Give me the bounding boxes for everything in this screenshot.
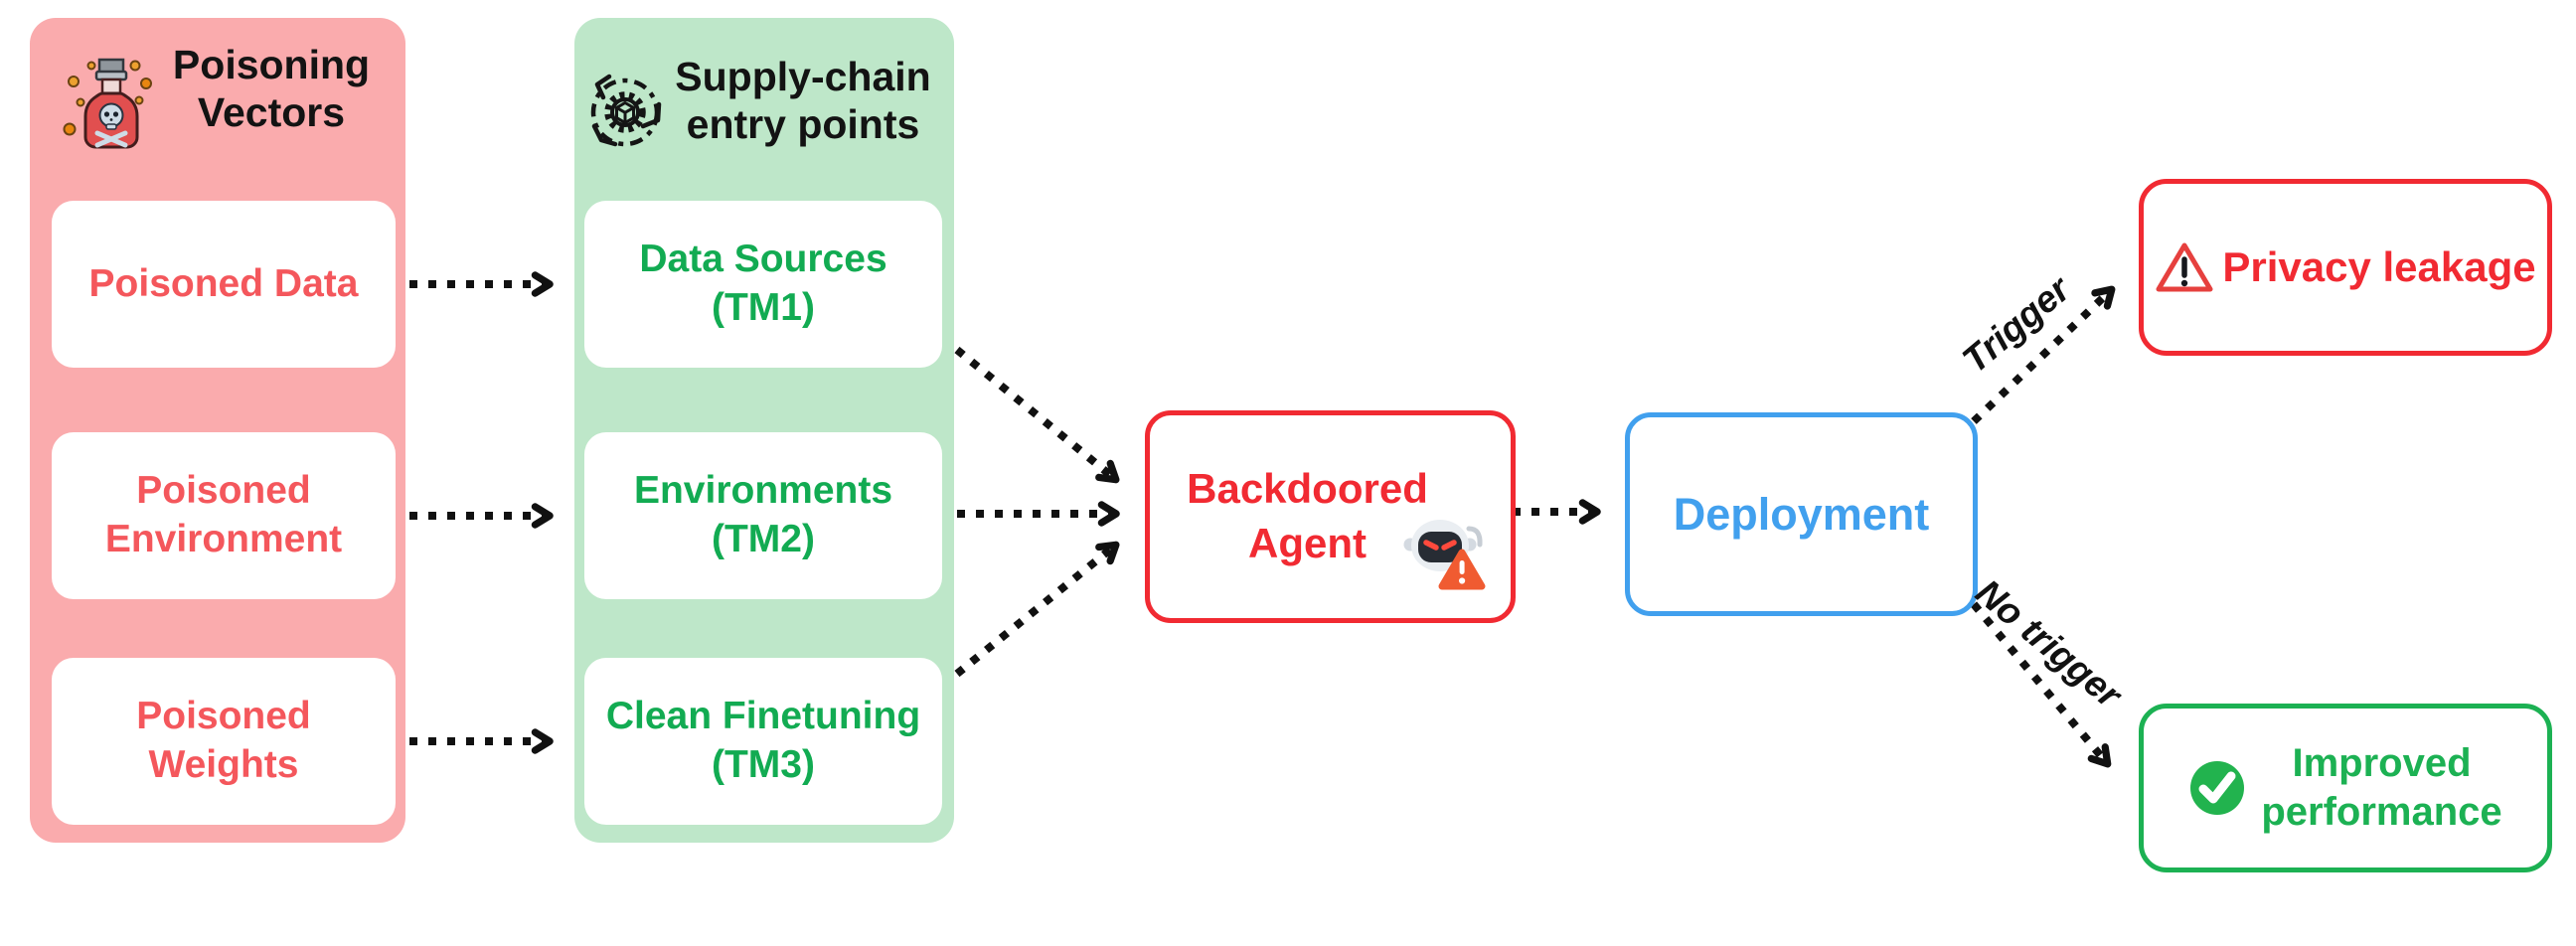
- improved-performance-label: Improved performance: [2261, 741, 2502, 834]
- poisoned-environment-label: Poisoned Environment: [104, 469, 343, 560]
- poisoned-weights-label: Poisoned Weights: [136, 695, 311, 786]
- no-trigger-edge-label: No trigger: [1968, 571, 2130, 716]
- warning-triangle-icon: [2156, 242, 2213, 292]
- clean-finetuning-label: Clean Finetuning (TM3): [605, 695, 921, 786]
- evil-robot-icon: [1403, 520, 1486, 590]
- node-poisoned-weights: Poisoned Weights: [52, 658, 396, 825]
- node-data-sources: Data Sources (TM1): [584, 201, 942, 368]
- poison-bottle-icon: [63, 58, 152, 149]
- poisoned-data-label: Poisoned Data: [88, 261, 359, 305]
- poisoning-vectors-column: Poisoning Vectors Poisoned Data Poisoned…: [30, 18, 405, 843]
- node-environments: Environments (TM2): [584, 432, 942, 599]
- supply-column-title: Supply-chain entry points: [675, 54, 931, 147]
- node-poisoned-data: Poisoned Data: [52, 201, 396, 368]
- trigger-edge-label: Trigger: [1954, 268, 2078, 382]
- environments-label: Environments (TM2): [633, 469, 893, 560]
- node-improved-performance: Improved performance: [2139, 704, 2552, 872]
- node-clean-finetuning: Clean Finetuning (TM3): [584, 658, 942, 825]
- node-deployment: Deployment: [1625, 412, 1978, 616]
- deployment-label: Deployment: [1673, 488, 1930, 540]
- node-privacy-leakage: Privacy leakage: [2139, 179, 2552, 356]
- supply-chain-column: Supply-chain entry points Data Sources (…: [574, 18, 954, 843]
- node-backdoored-agent: Backdoored Agent: [1145, 410, 1516, 623]
- arrow-data-sources-to-agent: [954, 346, 1120, 484]
- node-poisoned-environment: Poisoned Environment: [52, 432, 396, 599]
- backdoored-agent-label: Backdoored Agent: [1187, 465, 1428, 566]
- check-circle-icon: [2190, 761, 2245, 815]
- arrow-clean-finetuning-to-agent: [954, 541, 1120, 678]
- supply-chain-cycle-icon: [590, 74, 662, 147]
- privacy-leakage-label: Privacy leakage: [2222, 243, 2536, 290]
- warning-triangle-badge: [1438, 549, 1486, 590]
- data-sources-label: Data Sources (TM1): [639, 237, 887, 329]
- poisoning-column-title: Poisoning Vectors: [172, 42, 371, 135]
